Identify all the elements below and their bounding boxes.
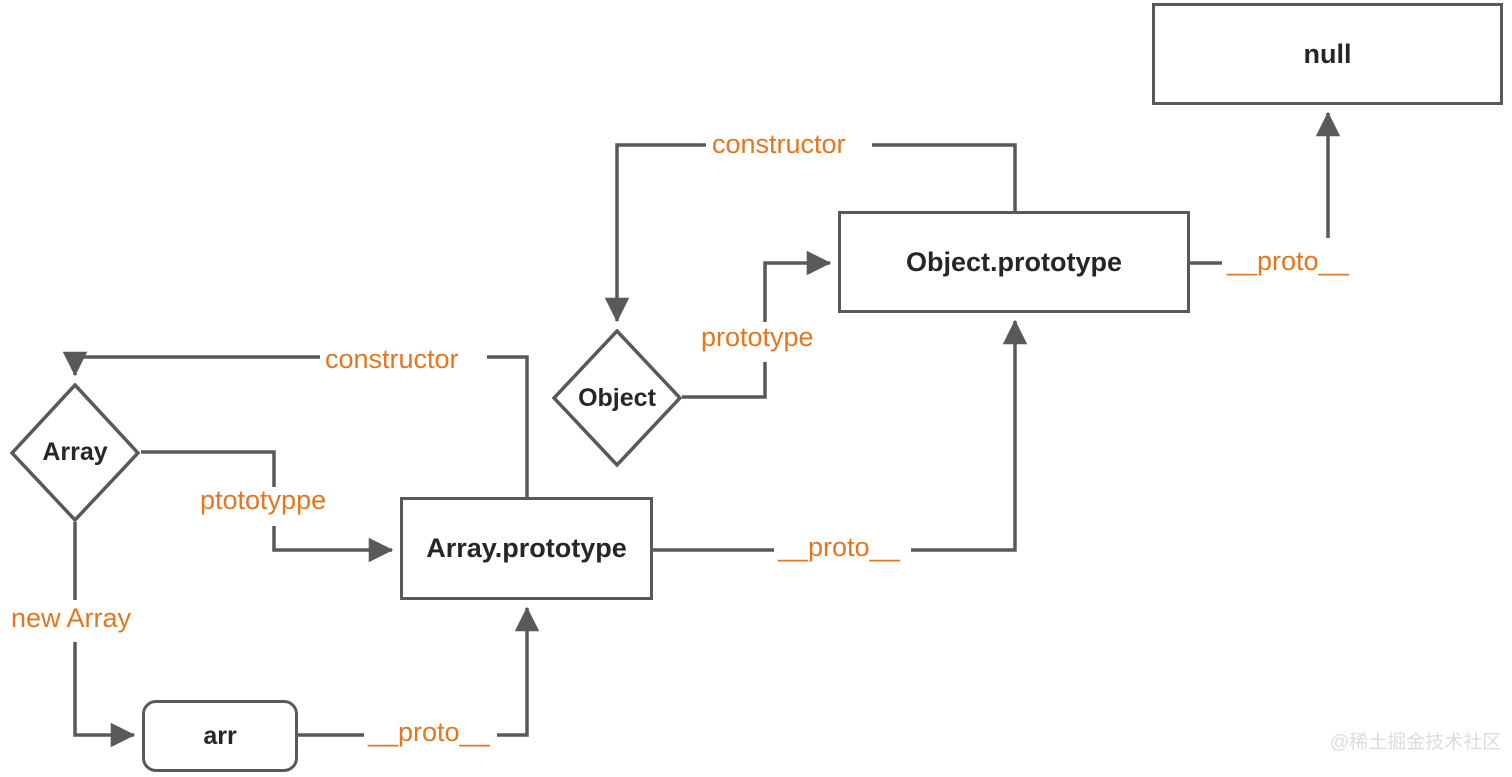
node-array[interactable]: Array xyxy=(10,383,140,522)
node-null-label: null xyxy=(1303,38,1352,69)
edge-label-constructor-array: constructor xyxy=(321,346,463,373)
edge-label-constructor-object: constructor xyxy=(708,131,850,158)
node-object-prototype-label: Object.prototype xyxy=(905,246,1122,277)
node-null[interactable]: null xyxy=(1152,3,1503,105)
edge-label-proto-object-prototype: __proto__ xyxy=(1223,248,1353,275)
edge-array-to-arr-seg2 xyxy=(73,642,136,748)
edge-label-new-array: new Array xyxy=(7,605,136,632)
node-arr-label: arr xyxy=(203,721,237,750)
edge-label-proto-arr: __proto__ xyxy=(364,719,494,746)
edge-object-to-object-prototype-seg1 xyxy=(682,362,767,399)
edge-arr-to-array-prototype-seg2 xyxy=(497,606,540,737)
node-object-prototype[interactable]: Object.prototype xyxy=(838,211,1190,313)
node-arr[interactable]: arr xyxy=(142,700,298,772)
edge-label-proto-array-prototype: __proto__ xyxy=(774,534,904,561)
edge-array-prototype-to-array-seg2 xyxy=(62,351,320,377)
array-diamond-shape xyxy=(10,383,140,522)
watermark: @稀土掘金技术社区 xyxy=(1330,732,1502,753)
node-object[interactable]: Object xyxy=(552,329,682,467)
node-array-prototype-label: Array.prototype xyxy=(426,533,627,563)
node-array-prototype[interactable]: Array.prototype xyxy=(400,497,653,600)
edge-label-prototype-object: prototype xyxy=(697,324,818,351)
edge-object-to-object-prototype-seg2 xyxy=(763,250,832,322)
edge-object-prototype-to-object-seg1 xyxy=(872,143,1017,211)
edge-array-prototype-to-object-prototype-seg2 xyxy=(911,319,1028,552)
edge-object-prototype-to-object-seg2 xyxy=(604,143,706,323)
object-diamond-shape xyxy=(552,329,682,467)
edge-array-to-array-prototype-seg1 xyxy=(141,450,276,490)
edge-array-prototype-to-array-seg1 xyxy=(487,355,529,497)
edge-array-to-array-prototype-seg2 xyxy=(272,526,394,563)
edge-label-ptototyppe-array: ptototyppe xyxy=(196,487,331,514)
